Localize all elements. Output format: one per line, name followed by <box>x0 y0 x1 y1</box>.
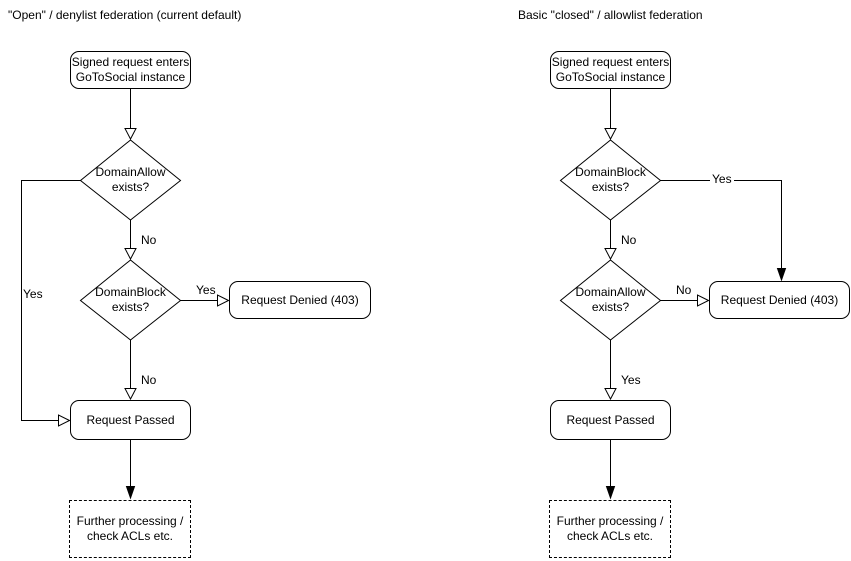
node-further-left: Further processing / check ACLs etc. <box>69 500 191 558</box>
edge-label-yes-decision1-left: Yes <box>23 287 43 301</box>
node-denied-right: Request Denied (403) <box>709 281 850 319</box>
node-denied-left: Request Denied (403) <box>229 281 371 319</box>
arrowhead-icon <box>604 388 617 401</box>
decision1-diamond-left <box>79 139 182 221</box>
node-passed-right: Request Passed <box>550 400 671 440</box>
decision1-diamond-right <box>559 139 662 221</box>
edge-decision1-yes-to-passed-left <box>21 180 81 421</box>
edge-label-yes-decision1-right: Yes <box>710 172 734 186</box>
edge-label-no-decision2-right: No <box>676 283 692 297</box>
edge-label-no-decision1-left: No <box>141 233 157 247</box>
arrowhead-icon <box>697 294 710 307</box>
arrowhead-icon <box>604 128 617 141</box>
edge-label-no-decision1-right: No <box>621 233 637 247</box>
node-further-right: Further processing / check ACLs etc. <box>549 500 671 558</box>
edge-label-no-decision2-left: No <box>141 373 157 387</box>
decision2-diamond-right <box>559 259 662 341</box>
edge-label-yes-decision2-left: Yes <box>196 283 216 297</box>
arrowhead-icon <box>776 268 787 282</box>
chart-title-right: Basic "closed" / allowlist federation <box>518 8 703 22</box>
arrowhead-icon <box>124 388 137 401</box>
arrowhead-icon <box>125 486 136 500</box>
arrowhead-icon <box>124 248 137 261</box>
arrowhead-icon <box>124 128 137 141</box>
arrowhead-icon <box>604 248 617 261</box>
edge-label-yes-decision2-right: Yes <box>621 373 641 387</box>
node-passed-left: Request Passed <box>70 400 191 440</box>
node-start-right: Signed request enters GoToSocial instanc… <box>550 51 671 89</box>
arrowhead-icon <box>605 486 616 500</box>
node-start-left: Signed request enters GoToSocial instanc… <box>70 51 191 89</box>
arrowhead-icon <box>58 414 71 427</box>
chart-title-left: "Open" / denylist federation (current de… <box>8 8 242 22</box>
decision2-diamond-left <box>79 259 182 341</box>
arrowhead-icon <box>217 294 230 307</box>
edge-decision1-yes-to-denied-right <box>660 180 782 269</box>
